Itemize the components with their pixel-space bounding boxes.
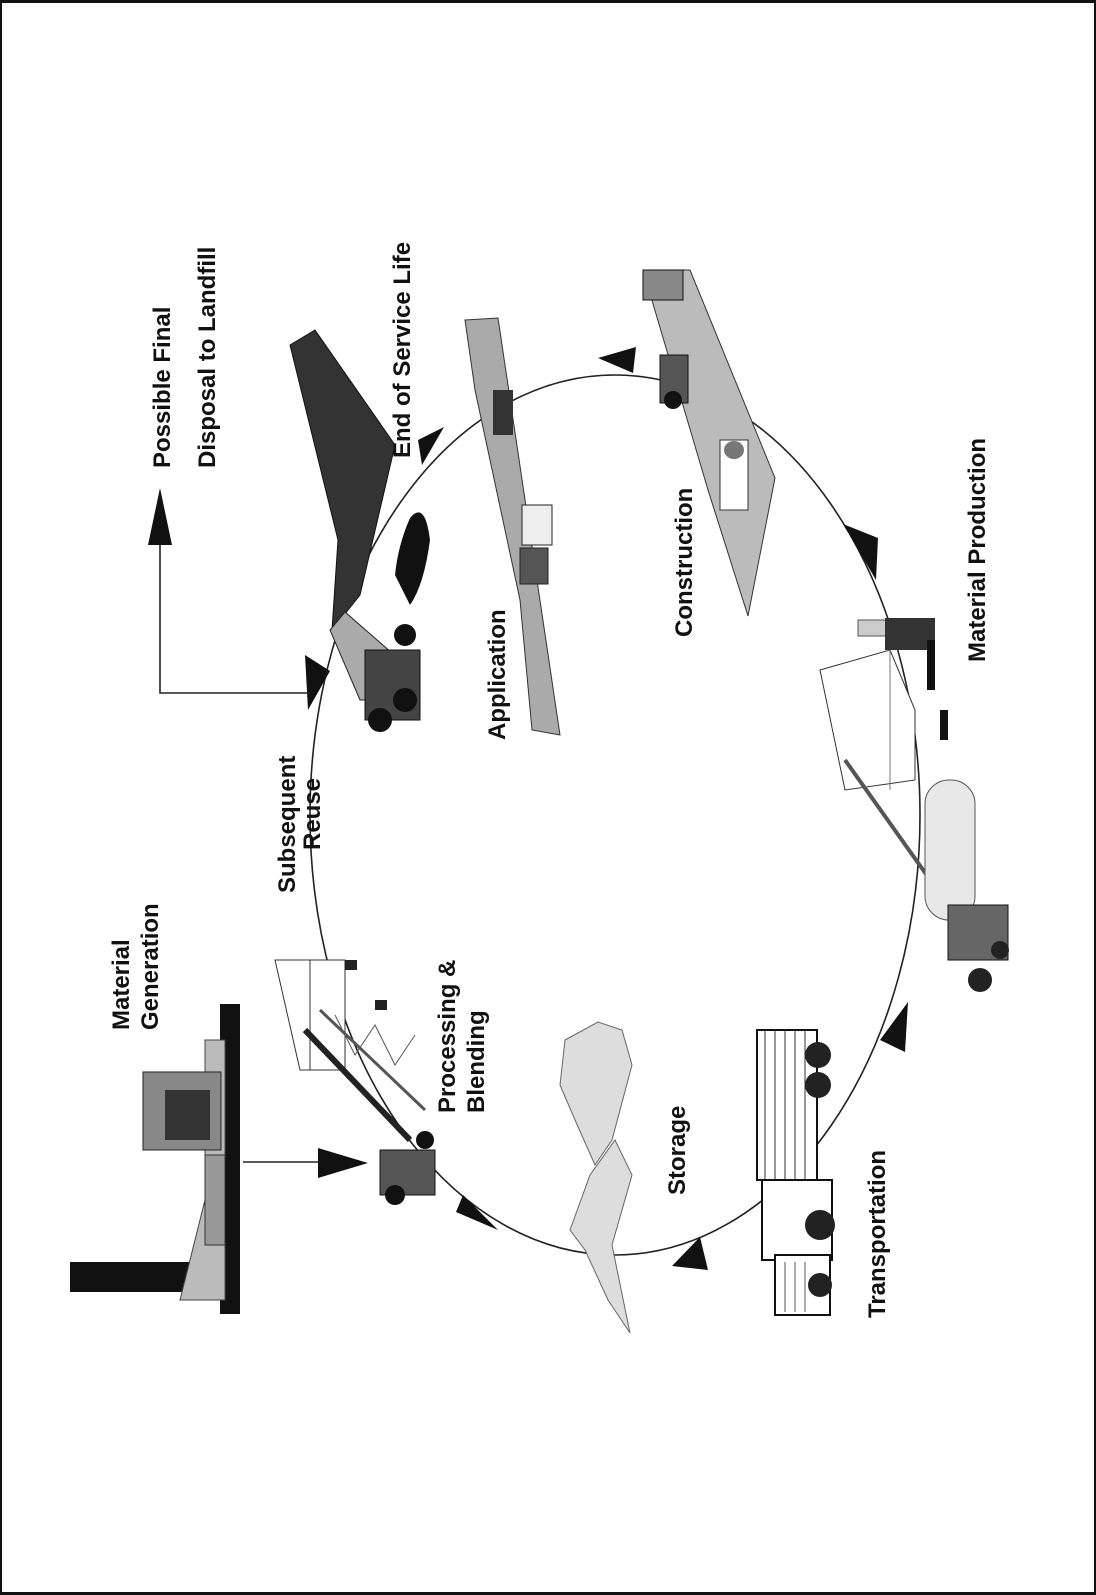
- processing-plant-illustration: [274, 959, 436, 1205]
- arrow-to-landfill: [148, 488, 172, 545]
- storage-pile-illustration: [559, 1021, 633, 1334]
- arrow-end-of-life-to-reuse: [305, 655, 330, 710]
- arrow-transportation-to-material-production: [880, 1002, 908, 1052]
- possible-final-label-line2: Disposal to Landfill: [194, 247, 221, 468]
- demolition-illustration: [289, 329, 430, 732]
- disposal-branch-line: [159, 540, 310, 694]
- label-material-generation: Material Generation: [108, 903, 164, 1030]
- lifecycle-circle: [309, 374, 921, 1256]
- application-label: Application: [484, 609, 511, 740]
- label-processing-blending: Processing & Blending: [434, 960, 490, 1113]
- arrow-application-to-end-of-life: [418, 427, 444, 465]
- arrow-construction-to-application: [598, 347, 636, 373]
- power-plant-illustration: [70, 1004, 240, 1314]
- end-of-service-life-label: End of Service Life: [389, 242, 416, 458]
- storage-label: Storage: [664, 1106, 691, 1195]
- label-possible-final-disposal: Possible Final Disposal to Landfill: [149, 247, 221, 468]
- transportation-label: Transportation: [864, 1150, 891, 1318]
- subsequent-reuse-label-line2: Reuse: [299, 778, 326, 850]
- processing-blending-label-line2: Blending: [463, 1010, 490, 1113]
- subsequent-reuse-label-line1: Subsequent: [274, 756, 301, 893]
- material-production-label: Material Production: [964, 438, 991, 662]
- construction-label: Construction: [671, 488, 698, 637]
- application-road-illustration: [464, 317, 561, 736]
- material-generation-label-line1: Material: [108, 939, 135, 1030]
- construction-road-illustration: [642, 269, 776, 617]
- arrow-material-production-to-construction: [843, 524, 878, 580]
- label-subsequent-reuse: Subsequent Reuse: [274, 756, 326, 893]
- arrow-storage-to-transportation: [672, 1237, 708, 1270]
- production-plant-illustration: [819, 618, 1009, 992]
- cycle-arrows: [305, 347, 908, 1270]
- processing-blending-label-line1: Processing &: [434, 960, 461, 1113]
- dump-truck-illustration: [756, 1029, 835, 1316]
- arrow-processing-to-storage: [456, 1195, 498, 1230]
- arrow-generation-to-processing: [318, 1148, 368, 1178]
- material-generation-label-line2: Generation: [137, 903, 164, 1030]
- possible-final-label-line1: Possible Final: [149, 307, 176, 468]
